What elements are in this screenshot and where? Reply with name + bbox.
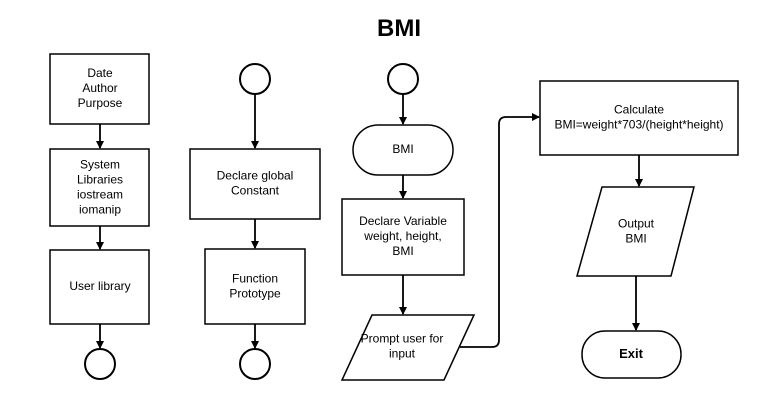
connector-b-out — [239, 348, 271, 380]
connector-a-out — [84, 348, 116, 380]
edge-prompt-to-calculate — [460, 113, 540, 348]
bmi-start-label: BMI — [392, 142, 413, 156]
bmi-start-terminal: BMI — [352, 124, 454, 176]
connector-a-in — [239, 63, 271, 95]
connector-b-in — [387, 63, 419, 95]
user-library-box: User library — [49, 249, 150, 325]
exit-label: Exit — [619, 346, 644, 361]
diagram-title: BMI — [377, 15, 421, 42]
exit-terminal: Exit — [581, 330, 682, 379]
user-library-label: User library — [69, 279, 130, 293]
